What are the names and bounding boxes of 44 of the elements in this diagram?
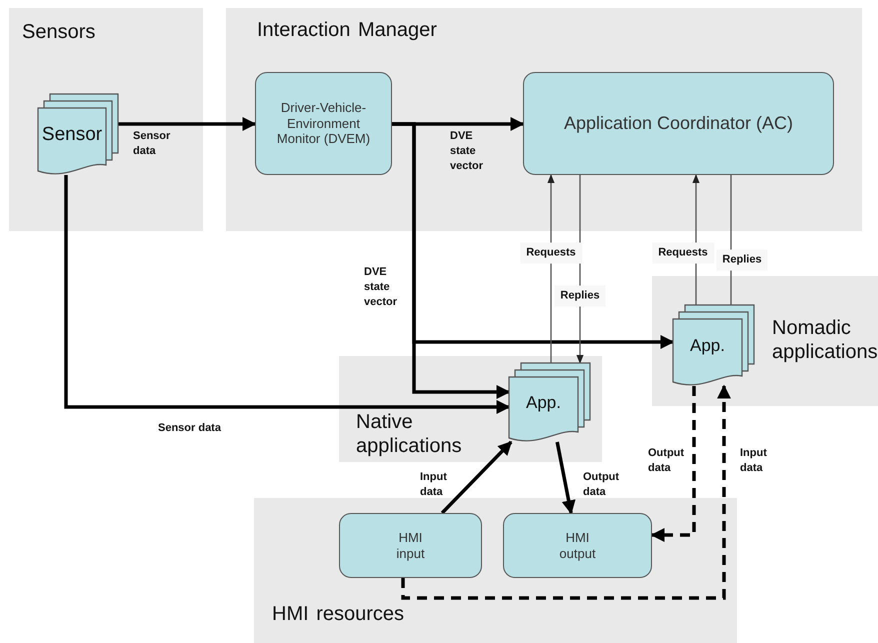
edge-label: Output data bbox=[648, 446, 686, 476]
box-label: Driver-Vehicle-Environment Monitor (DVEM) bbox=[276, 100, 372, 147]
group-heading: HMI resources bbox=[272, 602, 404, 626]
document-label: Sensor bbox=[40, 122, 104, 146]
document-label: App. bbox=[525, 392, 562, 414]
document-stack bbox=[38, 94, 118, 175]
group-heading: Interaction Manager bbox=[257, 18, 437, 42]
arrow bbox=[64, 175, 510, 414]
document-label: App. bbox=[689, 334, 726, 356]
process-box bbox=[523, 72, 834, 175]
edge-label: Input data bbox=[420, 470, 448, 500]
document-stack bbox=[509, 363, 590, 442]
arrow bbox=[392, 122, 510, 399]
group-panel bbox=[254, 498, 737, 643]
edge-label: Replies bbox=[716, 250, 768, 270]
arrow bbox=[118, 117, 256, 131]
group-heading: Native applications bbox=[356, 410, 463, 458]
group-heading: Sensors bbox=[22, 20, 96, 44]
process-box bbox=[503, 513, 652, 578]
document-stack bbox=[673, 305, 754, 386]
process-box bbox=[339, 513, 482, 578]
process-box bbox=[255, 72, 392, 175]
group-panel bbox=[9, 8, 203, 231]
group-panel bbox=[339, 356, 602, 462]
edge-label: Requests bbox=[652, 242, 714, 264]
edge-label: Input data bbox=[740, 446, 768, 476]
group-panel bbox=[652, 276, 878, 406]
edge-label: Requests bbox=[520, 242, 582, 264]
arrow bbox=[547, 174, 555, 363]
arrow bbox=[440, 440, 512, 514]
box-label: Application Coordinator (AC) bbox=[564, 112, 794, 134]
dashed-arrow bbox=[401, 384, 731, 600]
edge-label: DVE state vector bbox=[450, 129, 484, 174]
edge-label: Sensor data bbox=[158, 421, 222, 436]
arrow bbox=[555, 442, 576, 514]
edge-label: Output data bbox=[583, 470, 620, 500]
edge-label: Replies bbox=[554, 286, 606, 306]
edge-label: Sensor data bbox=[133, 129, 172, 159]
box-label: HMI output bbox=[558, 530, 597, 562]
edge-label: DVE state vector bbox=[364, 265, 398, 310]
dashed-arrow bbox=[650, 386, 696, 542]
group-panel bbox=[226, 8, 862, 231]
group-heading: Nomadic applications bbox=[772, 316, 878, 364]
box-label: HMI input bbox=[395, 530, 426, 562]
